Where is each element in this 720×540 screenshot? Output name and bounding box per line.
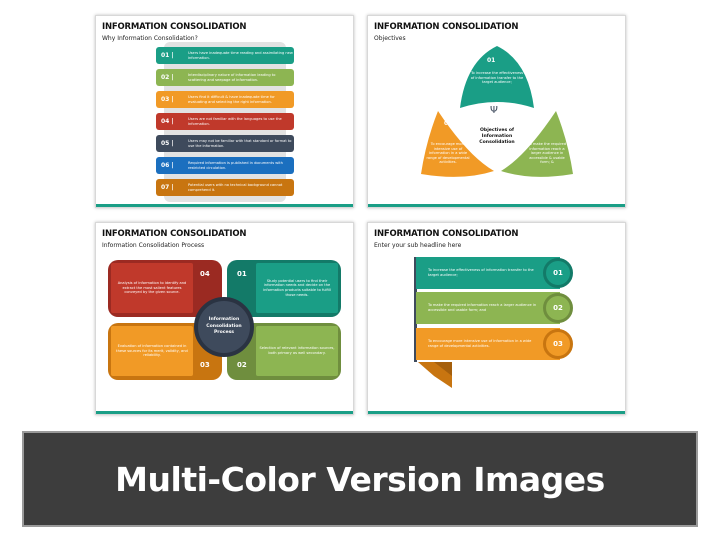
center-label: Information Consolidation Process <box>206 317 242 336</box>
slide-title: INFORMATION CONSOLIDATION <box>374 229 519 239</box>
number-badge: 01 <box>543 258 573 288</box>
petal-01 <box>460 46 534 108</box>
item-number: 06 | <box>161 162 174 169</box>
step-text: Evaluation of information contained in t… <box>116 344 188 358</box>
slide-title: INFORMATION CONSOLIDATION <box>102 22 247 32</box>
petal-number: 02 <box>537 120 546 127</box>
objectives-petals <box>421 46 573 177</box>
slide-subtitle: Enter your sub headline here <box>374 242 462 249</box>
trident-icon: Ψ <box>490 105 498 116</box>
banner-text: Multi-Color Version Images <box>115 459 605 499</box>
slide-subtitle: Information Consolidation Process <box>102 242 205 249</box>
step-04: Analysis of information to identify and … <box>108 260 222 317</box>
slide-accent-bar <box>368 411 625 414</box>
item-text: Potential users with no technical backgr… <box>188 182 283 192</box>
step-number: 02 <box>237 361 247 369</box>
item-text: Interdisciplinary nature of information … <box>188 72 276 82</box>
number-badge: 03 <box>543 329 573 359</box>
list-item: 03 | Users find it difficult & have inade… <box>156 91 294 108</box>
step-03: Evaluation of information contained in t… <box>108 323 222 380</box>
list-item: 02 | Interdisciplinary nature of informat… <box>156 69 294 86</box>
slide-title: INFORMATION CONSOLIDATION <box>374 22 519 32</box>
item-number: 04 | <box>161 118 174 125</box>
center-label: Objectives of Information Consolidation <box>479 128 515 145</box>
item-number: 01 | <box>161 52 174 59</box>
step-number: 01 <box>237 270 247 278</box>
list-item: 05 | Users may not be familiar with that … <box>156 135 294 152</box>
item-text: Users are not familiar with the language… <box>188 116 282 126</box>
slide-thumbnail-process[interactable]: INFORMATION CONSOLIDATION Information Co… <box>95 222 354 415</box>
slide-thumbnail-why[interactable]: INFORMATION CONSOLIDATION Why Informatio… <box>95 15 354 208</box>
step-text: Selection of relevant information source… <box>259 346 335 355</box>
objective-bar: To make the required information reach a… <box>416 292 560 324</box>
item-number: 03 | <box>161 96 174 103</box>
petal-text: To encourage more intensive use of infor… <box>426 142 470 165</box>
list-item: 07 | Potential users with no technical ba… <box>156 179 294 196</box>
slide-subtitle: Why Information Consolidation? <box>102 35 198 42</box>
slide-title: INFORMATION CONSOLIDATION <box>102 229 247 239</box>
slide-accent-bar <box>368 204 625 207</box>
petal-03 <box>421 111 494 177</box>
step-number: 03 <box>200 361 210 369</box>
item-number: 05 | <box>161 140 174 147</box>
objective-text: To increase the effectiveness of informa… <box>428 268 534 277</box>
petal-text: To make the required information reach a… <box>527 142 567 165</box>
slide-thumbnail-headline[interactable]: INFORMATION CONSOLIDATION Enter your sub… <box>367 222 626 415</box>
step-number: 04 <box>200 270 210 278</box>
objective-bar: To increase the effectiveness of informa… <box>416 257 560 289</box>
objective-text: To make the required information reach a… <box>428 303 537 312</box>
list-item: 06 | Required information is published in… <box>156 157 294 174</box>
slide-accent-bar <box>96 204 353 207</box>
item-number: 07 | <box>161 184 174 191</box>
item-number: 02 | <box>161 74 174 81</box>
item-text: Users may not be familiar with that stan… <box>188 138 292 148</box>
slide-accent-bar <box>96 411 353 414</box>
ribbon-spine <box>414 257 417 362</box>
step-text: Study potential users to find their info… <box>263 278 331 297</box>
version-banner: Multi-Color Version Images <box>22 431 698 527</box>
item-text: Users have inadequate time reading and a… <box>188 50 293 60</box>
center-circle: Information Consolidation Process <box>194 297 254 357</box>
slide-thumbnail-objectives[interactable]: INFORMATION CONSOLIDATION Objectives 01 … <box>367 15 626 208</box>
objective-text: To encourage more intensive use of infor… <box>428 339 532 348</box>
list-item: 04 | Users are not familiar with the lang… <box>156 113 294 130</box>
ribbon-tail <box>418 362 452 388</box>
slide-subtitle: Objectives <box>374 35 406 42</box>
objective-bar: To encourage more intensive use of infor… <box>416 328 560 360</box>
petal-text: To increase the effectiveness of informa… <box>470 71 524 85</box>
petal-02 <box>501 111 573 177</box>
petal-number: 03 <box>444 120 453 127</box>
number-badge: 02 <box>543 293 573 323</box>
item-text: Users find it difficult & have inadequat… <box>188 94 275 104</box>
list-item: 01 | Users have inadequate time reading a… <box>156 47 294 64</box>
petal-number: 01 <box>487 57 496 64</box>
step-text: Analysis of information to identify and … <box>117 281 187 295</box>
item-text: Required information is published in doc… <box>188 160 283 170</box>
